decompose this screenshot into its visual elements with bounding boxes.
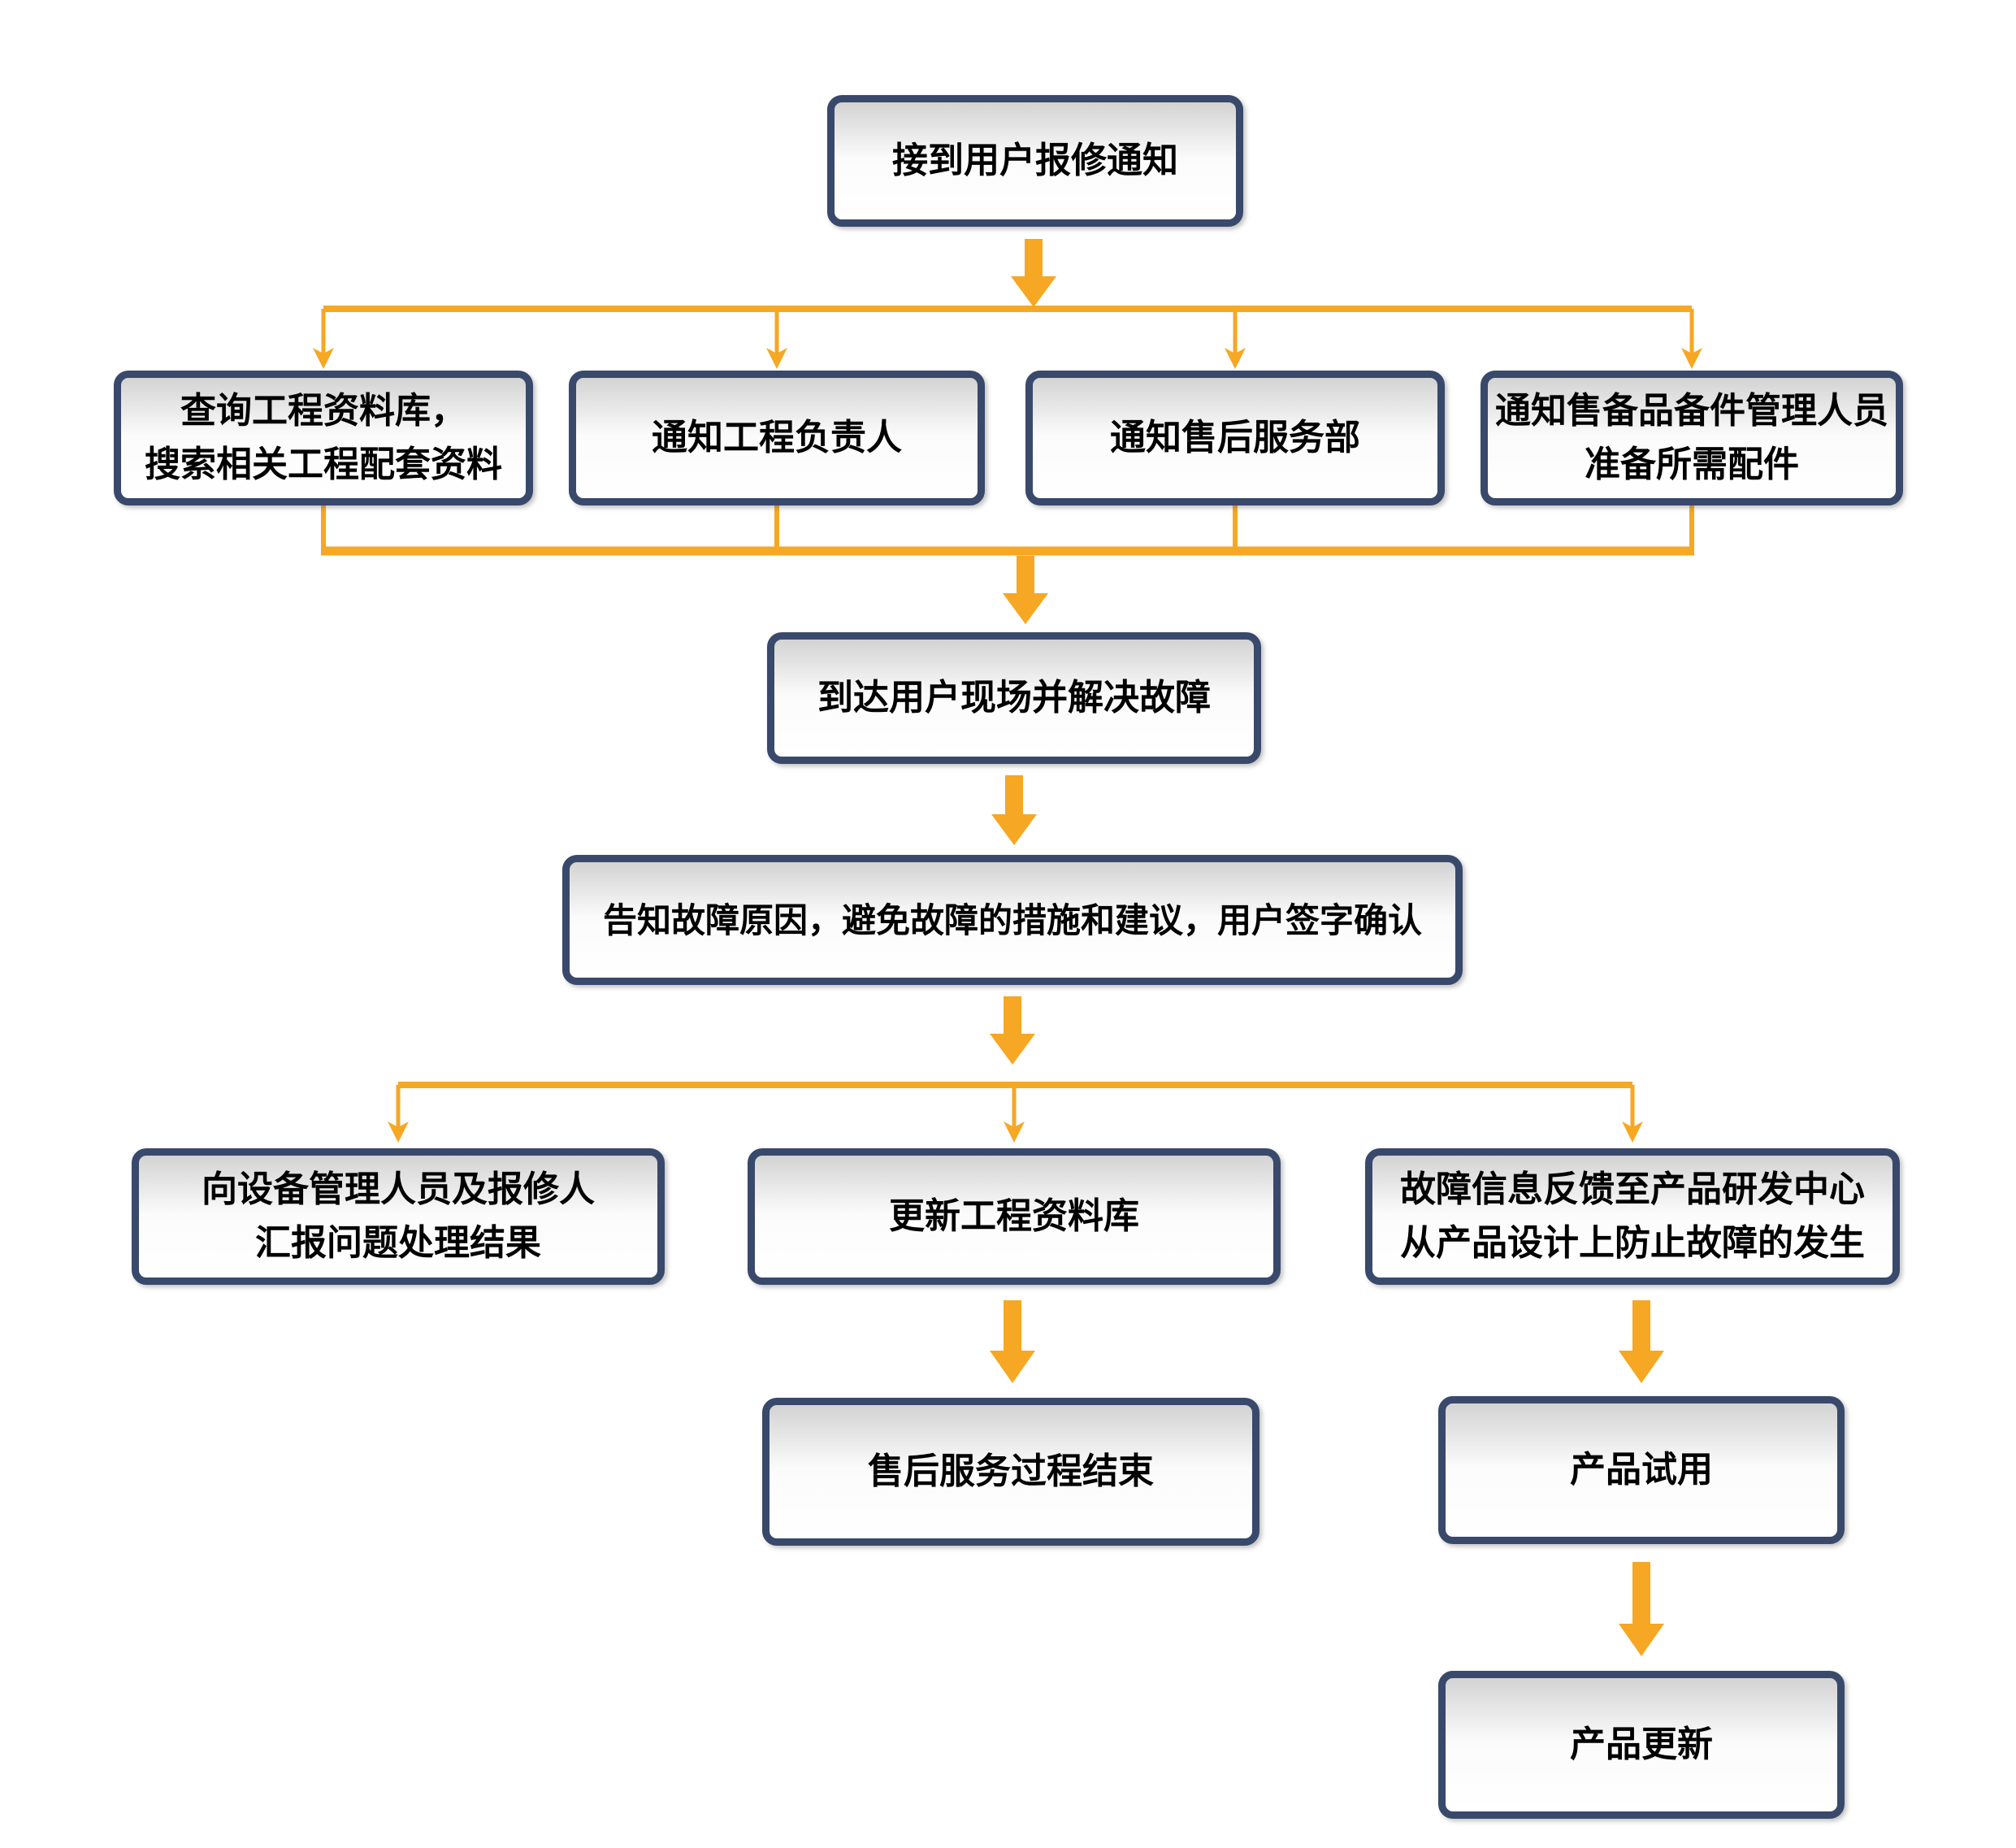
node-notify-aftersales-dept: 通知售后服务部 [1025, 371, 1445, 505]
node-report-result: 向设备管理人员及报修人 汇报问题处理结果 [132, 1148, 665, 1285]
node-notify-project-leader: 通知工程负责人 [569, 371, 985, 505]
block-arrow-inform-to-branch [990, 996, 1035, 1065]
branch1-arrowhead-notify-aftersales [1225, 348, 1246, 369]
block-arrow-arrive-to-inform [991, 775, 1037, 845]
block-arrow-feedback-to-trial [1619, 1300, 1664, 1383]
block-arrow-trial-to-update [1619, 1562, 1664, 1656]
node-query-project-database: 查询工程资料库， 搜索相关工程配套资料 [114, 371, 533, 505]
branch1-arrowhead-notify-spares [1681, 348, 1702, 369]
node-inform-cause-user-sign: 告知故障原因，避免故障的措施和建议，用户签字确认 [562, 855, 1463, 985]
branch1-arrowhead-query-db [313, 348, 334, 369]
node-product-trial: 产品试用 [1438, 1396, 1845, 1544]
node-aftersales-process-end: 售后服务过程结束 [762, 1398, 1259, 1546]
block-arrow-receive-to-branch [1011, 239, 1056, 307]
block-arrow-updatedb-to-end [990, 1300, 1035, 1383]
block-arrow-converge-to-arrive [1003, 556, 1048, 624]
node-product-update: 产品更新 [1438, 1671, 1845, 1819]
branch2-arrowhead-report [388, 1121, 409, 1143]
branch2-arrowhead-feedback [1622, 1121, 1643, 1143]
node-receive-repair-notice: 接到用户报修通知 [827, 95, 1243, 227]
node-arrive-onsite-resolve-fault: 到达用户现场并解决故障 [767, 632, 1261, 764]
node-update-project-database: 更新工程资料库 [748, 1148, 1281, 1285]
node-feedback-to-rd-center: 故障信息反馈至产品研发中心 从产品设计上防止故障的发生 [1365, 1148, 1900, 1285]
node-notify-spare-parts-staff: 通知售备品备件管理人员 准备所需配件 [1481, 371, 1903, 505]
branch1-arrowhead-notify-engineer [766, 348, 787, 369]
branch2-arrowhead-update-db [1004, 1121, 1025, 1143]
